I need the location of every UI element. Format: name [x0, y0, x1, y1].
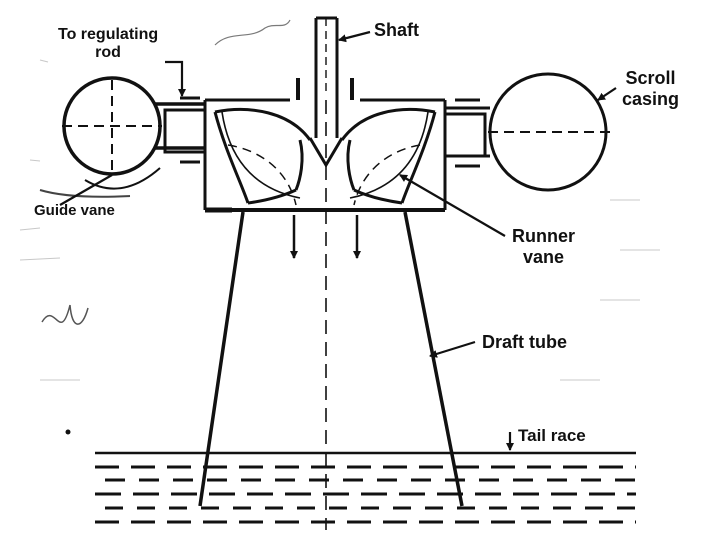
- tail-race-water: [95, 451, 636, 524]
- runner-vanes: [213, 108, 437, 206]
- scan-noise: [19, 59, 660, 381]
- label-draft-tube: Draft tube: [482, 332, 567, 352]
- label-shaft: Shaft: [374, 20, 419, 40]
- label-runner-vane: Runner vane: [512, 226, 575, 267]
- runner-housing: [203, 98, 447, 213]
- leader-lines: [59, 30, 617, 451]
- scroll-casing-left: [39, 76, 207, 198]
- label-scroll-casing: Scroll casing: [622, 68, 680, 109]
- handwritten-scribble-left: [41, 304, 89, 325]
- shaft: [296, 16, 354, 168]
- label-guide-vane: Guide vane: [34, 202, 115, 219]
- label-tail-race: Tail race: [518, 426, 586, 445]
- flow-arrows: [290, 215, 361, 259]
- scroll-casing-right: [443, 72, 612, 192]
- handwritten-scribble-top: [214, 19, 291, 46]
- draft-tube: [198, 211, 464, 507]
- label-regulating-rod: To regulating rod: [58, 26, 159, 62]
- speck-dot: [65, 429, 71, 435]
